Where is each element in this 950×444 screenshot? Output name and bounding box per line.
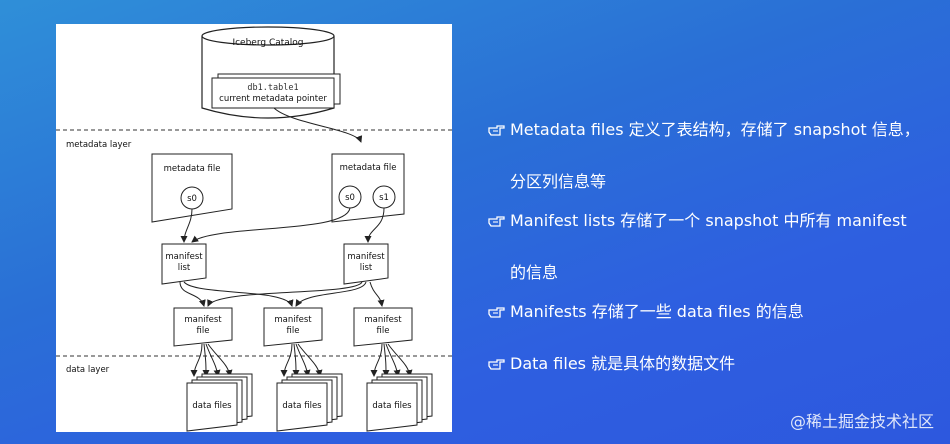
catalog-title: Iceberg Catalog	[232, 38, 303, 48]
manifest-list-1-line1: manifest	[165, 252, 203, 262]
hand-pointing-icon	[488, 286, 510, 338]
catalog-pointer-arrow	[273, 107, 363, 143]
manifest-file-1-line2: file	[197, 326, 210, 336]
metadata-file-2: metadata file s0 s1	[331, 153, 405, 223]
bullet-4-line1: Data files 就是具体的数据文件	[510, 354, 736, 373]
manifest-file-3: manifest file	[353, 307, 413, 347]
hand-pointing-icon	[488, 338, 510, 390]
manifest-file-3-line1: manifest	[364, 315, 402, 325]
catalog-pointer-label: current metadata pointer	[219, 94, 327, 104]
data-files-2-label: data files	[282, 401, 322, 411]
bullet-item: Metadata files 定义了表结构，存储了 snapshot 信息， 分…	[488, 104, 938, 195]
bullet-1-line1: Metadata files 定义了表结构，存储了 snapshot 信息，	[510, 120, 920, 139]
bullet-item: Manifest lists 存储了一个 snapshot 中所有 manife…	[488, 195, 938, 286]
data-files-1-label: data files	[192, 401, 232, 411]
manifest-list-2-line2: list	[360, 263, 373, 273]
arrow-s0b-to-list1	[191, 207, 351, 243]
metadata-file-1: metadata file s0	[151, 153, 233, 223]
catalog-table-name: db1.table1	[247, 83, 298, 93]
footer-watermark: @稀土掘金技术社区	[789, 412, 934, 431]
manifest-file-2-line1: manifest	[274, 315, 312, 325]
data-files-stack-2: data files	[276, 373, 343, 432]
snapshot-s0-a: s0	[187, 194, 197, 204]
manifest-file-1: manifest file	[173, 307, 233, 347]
snapshot-s1: s1	[379, 193, 389, 203]
manifest-list-1: manifest list	[161, 243, 207, 285]
catalog-cylinder: Iceberg Catalog db1.table1 current metad…	[201, 26, 341, 119]
metadata-file-1-label: metadata file	[164, 164, 221, 174]
manifest-file-1-line1: manifest	[184, 315, 222, 325]
bullet-item: Manifests 存储了一些 data files 的信息	[488, 286, 938, 338]
arrow-s1-to-list2	[364, 207, 385, 243]
manifest-file-2: manifest file	[263, 307, 323, 347]
hand-pointing-icon	[488, 195, 510, 247]
bullet-1-line2: 分区列信息等	[510, 172, 607, 191]
iceberg-architecture-diagram: Iceberg Catalog db1.table1 current metad…	[56, 24, 452, 432]
data-files-stack-1: data files	[186, 373, 253, 432]
metadata-file-2-label: metadata file	[340, 163, 397, 173]
manifest-list-2: manifest list	[343, 243, 389, 285]
arrow-s0-to-list1	[180, 208, 193, 243]
manifest-list-2-line1: manifest	[347, 252, 385, 262]
snapshot-s0-b: s0	[345, 193, 355, 203]
bullet-2-line1: Manifest lists 存储了一个 snapshot 中所有 manife…	[510, 211, 907, 230]
manifest-file-2-line2: file	[287, 326, 300, 336]
bullet-list: Metadata files 定义了表结构，存储了 snapshot 信息， 分…	[488, 104, 938, 390]
manifest-list-1-line2: list	[178, 263, 191, 273]
manifest-to-data-arrows	[190, 343, 413, 377]
bullet-3-line1: Manifests 存储了一些 data files 的信息	[510, 302, 804, 321]
data-files-stack-3: data files	[366, 373, 433, 432]
data-files-3-label: data files	[372, 401, 412, 411]
metadata-layer-label: metadata layer	[66, 140, 132, 150]
bullet-item: Data files 就是具体的数据文件	[488, 338, 938, 390]
bullet-2-line2: 的信息	[510, 263, 559, 282]
manifest-file-3-line2: file	[377, 326, 390, 336]
list-to-manifest-arrows	[179, 281, 385, 307]
hand-pointing-icon	[488, 104, 510, 156]
data-layer-label: data layer	[66, 365, 110, 375]
